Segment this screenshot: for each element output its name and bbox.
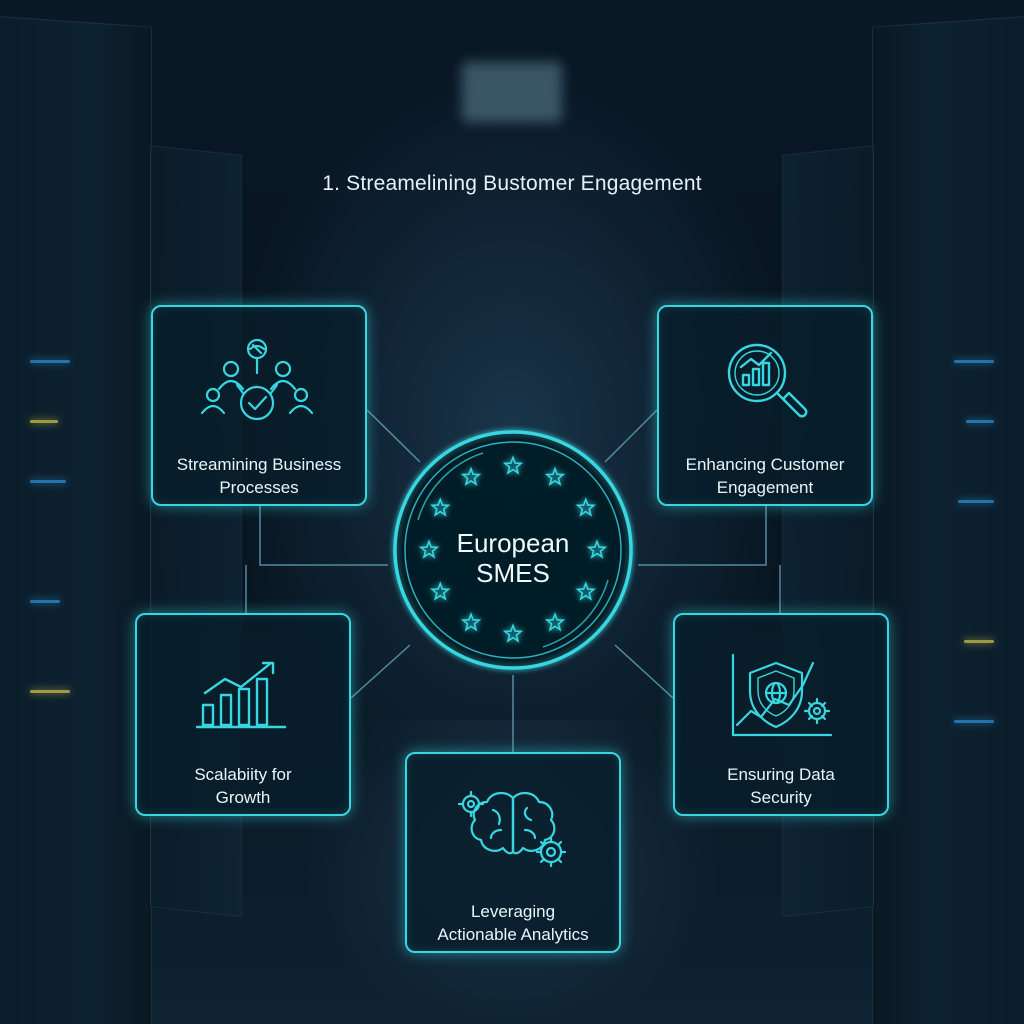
- card-data-security: Ensuring Data Security: [673, 613, 889, 816]
- card-scalability-growth: Scalabiity for Growth: [135, 613, 351, 816]
- card-label: Streamining Business Processes: [153, 453, 365, 499]
- hub-star-icon: [544, 466, 566, 486]
- hub-star-icon: [575, 497, 596, 517]
- hub-label-line2: SMES: [476, 558, 550, 588]
- rack-led: [954, 360, 994, 363]
- card-label-line2: Security: [750, 788, 812, 807]
- eu-hub-emblem: [393, 430, 633, 670]
- hub-star-icon: [418, 539, 440, 559]
- card-label: Ensuring Data Security: [675, 763, 887, 809]
- card-label-line1: Scalabiity for: [194, 765, 292, 784]
- connector-processes-down: [259, 506, 388, 566]
- team-checkmark-icon: [200, 338, 314, 421]
- card-label: Scalabiity for Growth: [137, 763, 349, 809]
- magnifier-chart-icon: [727, 343, 808, 418]
- rack-led: [958, 500, 994, 503]
- card-streamlining-processes: Streamining Business Processes: [151, 305, 367, 506]
- hub-star-icon: [460, 611, 482, 632]
- card-label-line1: Ensuring Data: [727, 765, 835, 784]
- hub-star-icon: [502, 455, 524, 475]
- rack-led: [30, 600, 60, 603]
- hub-star-icon: [430, 581, 451, 601]
- rack-led: [30, 480, 66, 483]
- card-label-line1: Leveraging: [470, 902, 556, 921]
- hub-label: European SMES: [388, 528, 638, 588]
- hub-label-line1: European: [456, 528, 570, 558]
- card-label-line2: Processes: [219, 478, 299, 497]
- connector-processes: [366, 409, 421, 463]
- brain-gears-icon: [457, 790, 567, 868]
- hub-star-icon: [575, 581, 596, 601]
- connector-scalability: [350, 644, 411, 699]
- connector-security: [614, 644, 674, 699]
- rack-led: [964, 640, 994, 643]
- card-label-line1: Enhancing Customer: [685, 455, 845, 474]
- card-label-line1: Streamining Business: [176, 455, 342, 474]
- card-label: Leveraging Actionable Analytics: [407, 900, 619, 946]
- connector-engagement: [604, 409, 658, 463]
- card-label-line2: Growth: [215, 788, 271, 807]
- connector-engagement-down: [638, 506, 767, 566]
- growth-chart-icon: [195, 661, 287, 729]
- hub-star-icon: [586, 539, 608, 559]
- card-actionable-analytics: Leveraging Actionable Analytics: [405, 752, 621, 953]
- hub-star-icon: [544, 611, 566, 632]
- hub-star-icon: [502, 623, 524, 643]
- rack-led: [30, 690, 70, 693]
- rack-led: [30, 420, 58, 423]
- card-label-line2: Engagement: [716, 478, 814, 497]
- card-label: Enhancing Customer Engagement: [659, 453, 871, 499]
- ceiling-light: [462, 62, 562, 122]
- hub-star-icon: [430, 497, 451, 517]
- rack-led: [954, 720, 994, 723]
- rack-led: [30, 360, 70, 363]
- card-customer-engagement: Enhancing Customer Engagement: [657, 305, 873, 506]
- card-label-line2: Actionable Analytics: [437, 925, 589, 944]
- rack-led: [966, 420, 994, 423]
- hub-star-icon: [460, 466, 482, 486]
- shield-gear-icon: [731, 653, 833, 737]
- diagram-title: 1. Streamelining Bustomer Engagement: [322, 172, 702, 195]
